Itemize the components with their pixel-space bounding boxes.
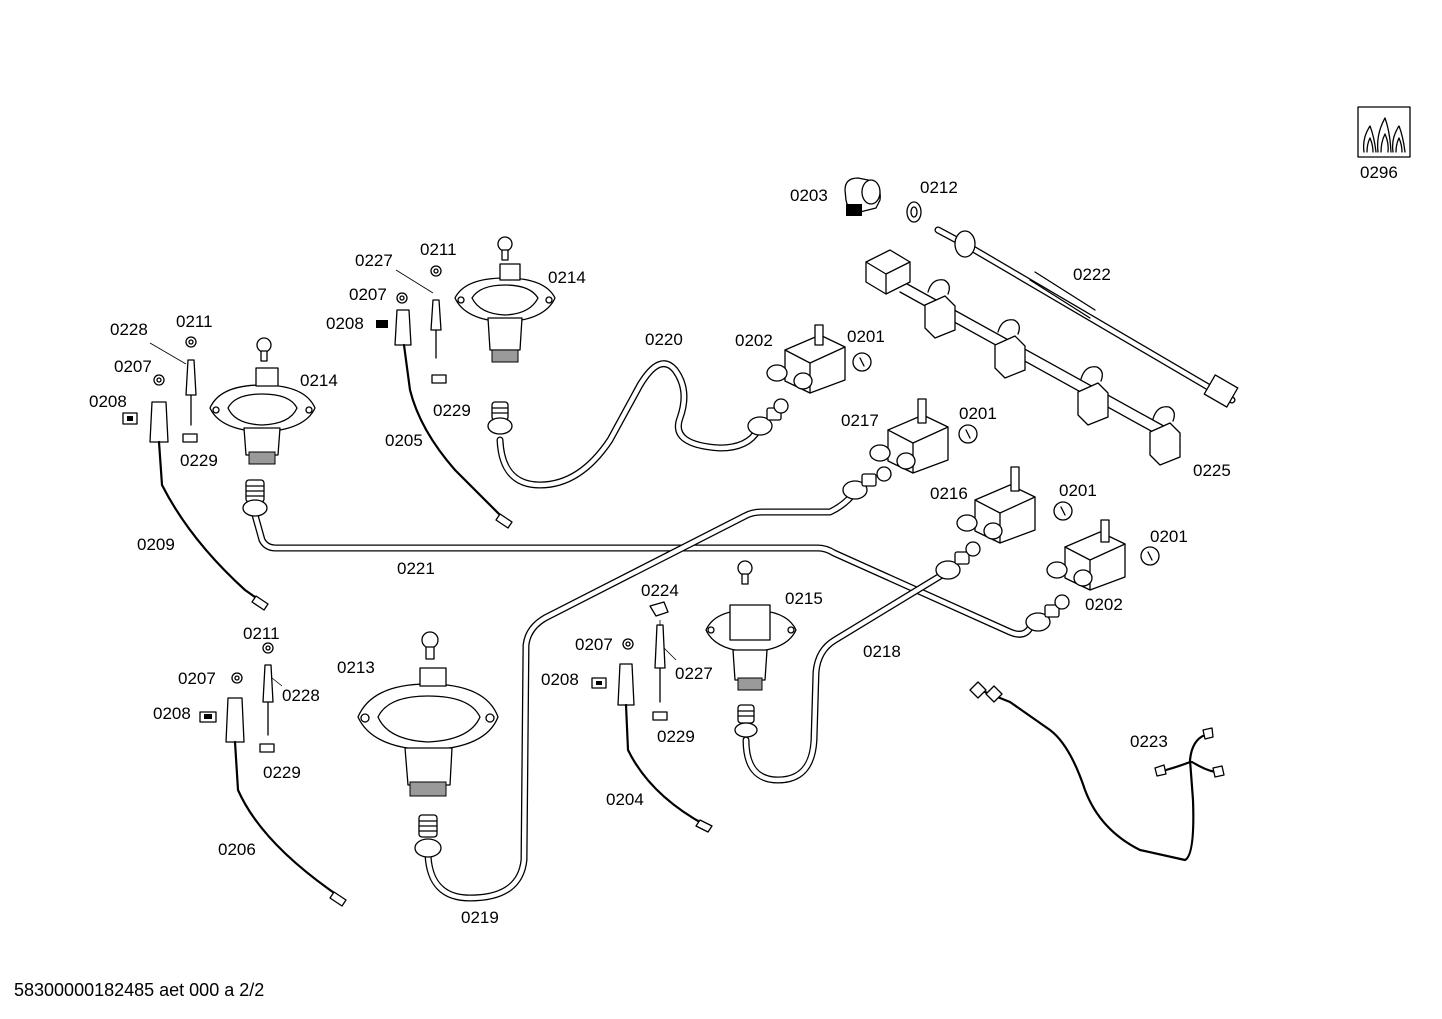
thermocouples-and-electrodes (122, 265, 713, 907)
label-0228-bottom: 0228 (282, 686, 320, 705)
gas-tube-marking (1029, 271, 1096, 319)
label-0202-top: 0202 (735, 331, 773, 350)
gas-rail-assembly (865, 249, 1181, 466)
label-0296: 0296 (1360, 163, 1398, 182)
label-0215: 0215 (785, 589, 823, 608)
label-0206: 0206 (218, 840, 256, 859)
label-0225: 0225 (1193, 461, 1231, 480)
label-0214-left: 0214 (300, 371, 338, 390)
elbow-fitting (844, 177, 881, 216)
label-0222: 0222 (1073, 265, 1111, 284)
label-0229-mid: 0229 (657, 727, 695, 746)
label-0209: 0209 (137, 535, 175, 554)
document-code: 58300000182485 aet 000 a 2/2 (14, 980, 265, 1000)
burner-base-0215 (705, 560, 797, 691)
label-0211-bottom: 0211 (243, 624, 280, 643)
label-0207-mid: 0207 (575, 635, 613, 654)
label-0208-left: 0208 (89, 392, 127, 411)
leader-lines (149, 269, 677, 687)
label-0228-left: 0228 (110, 320, 148, 339)
burner-base-0213 (357, 631, 499, 797)
label-0211-top: 0211 (420, 240, 457, 259)
label-0207-left: 0207 (114, 357, 152, 376)
label-0214-top: 0214 (548, 268, 586, 287)
label-0205: 0205 (385, 431, 423, 450)
label-0201-4: 0201 (1150, 527, 1188, 546)
label-0208-top: 0208 (326, 314, 364, 333)
label-0204: 0204 (606, 790, 644, 809)
label-0223: 0223 (1130, 732, 1168, 751)
sealing-washer (906, 201, 922, 223)
label-0224: 0224 (641, 581, 679, 600)
label-0229-top: 0229 (433, 401, 471, 420)
label-0227-top: 0227 (355, 251, 393, 270)
label-0218: 0218 (863, 642, 901, 661)
label-0220: 0220 (645, 330, 683, 349)
burner-base-0214-top (454, 236, 556, 363)
gas-valves (766, 324, 1160, 591)
label-0208-mid: 0208 (541, 670, 579, 689)
label-0221: 0221 (397, 559, 435, 578)
label-0201-2: 0201 (959, 404, 997, 423)
label-0229-left: 0229 (180, 451, 218, 470)
label-0202-bottom: 0202 (1085, 595, 1123, 614)
label-0212: 0212 (920, 178, 958, 197)
label-0211-left: 0211 (176, 312, 213, 331)
part-number-labels: 0203 0212 0222 0225 0202 0201 0217 0201 … (89, 163, 1398, 927)
label-0227-mid: 0227 (675, 664, 713, 683)
label-0207-bottom: 0207 (178, 669, 216, 688)
label-0201-1: 0201 (847, 327, 885, 346)
gas-flame-logo (1357, 106, 1411, 158)
label-0203: 0203 (790, 186, 828, 205)
label-0229-bottom: 0229 (263, 763, 301, 782)
label-0217: 0217 (841, 411, 879, 430)
label-0207-top: 0207 (349, 285, 387, 304)
tube-fittings (242, 230, 1239, 858)
label-0208-bottom: 0208 (153, 704, 191, 723)
label-0201-3: 0201 (1059, 481, 1097, 500)
wiring-harness (969, 681, 1225, 862)
burner-base-0214-left (209, 337, 316, 465)
label-0219: 0219 (461, 908, 499, 927)
label-0216: 0216 (930, 484, 968, 503)
label-0213: 0213 (337, 658, 375, 677)
